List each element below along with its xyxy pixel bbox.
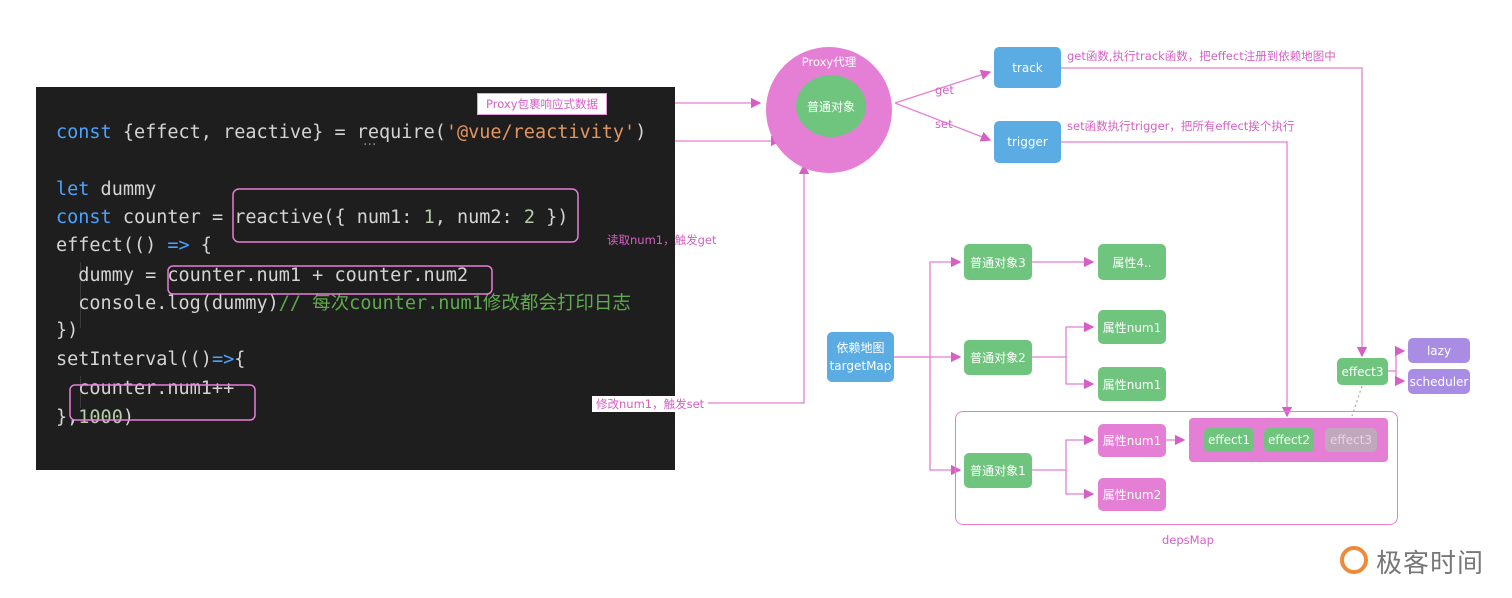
connector-obj2-prop-a <box>1032 321 1095 358</box>
track-box: track <box>994 47 1061 88</box>
property-num2: 属性num2 <box>1098 478 1166 511</box>
number-literal: 2 <box>523 207 535 228</box>
code-line-5: effect(() => { <box>56 233 212 259</box>
keyword: => <box>167 235 190 256</box>
code-text: dummy = counter.num1 + counter.num2 <box>56 265 469 286</box>
code-line-7: console.log(dummy)// 每次counter.num1修改都会打… <box>56 291 631 317</box>
tag-read-get: 读取num1，触发get <box>607 233 717 247</box>
code-text: , num2: <box>434 207 524 228</box>
plain-object-3: 普通对象3 <box>964 244 1032 280</box>
watermark-text: 极客时间 <box>1376 549 1485 579</box>
trigger-description: set函数执行trigger，把所有effect挨个执行 <box>1067 119 1295 133</box>
code-text: }) <box>56 320 79 341</box>
code-text: dummy <box>89 179 157 200</box>
code-line-11: },1000) <box>56 405 134 431</box>
code-text: counter = reactive({ num1: <box>111 207 424 228</box>
code-text: }) <box>534 207 569 228</box>
effect3-box: effect3 <box>1337 358 1388 385</box>
target-map-title-en: targetMap <box>829 359 892 373</box>
effect1-box: effect1 <box>1204 428 1254 452</box>
ellipsis-hint: ... <box>363 133 377 149</box>
code-text: ) <box>635 122 647 143</box>
deps-map-label: depsMap <box>1162 533 1214 547</box>
code-text: counter.num1++ <box>56 378 235 399</box>
code-line-9: setInterval(()=>{ <box>56 347 245 373</box>
code-text: setInterval(() <box>56 349 212 370</box>
indent-guide <box>80 262 81 328</box>
code-line-10: counter.num1++ <box>56 376 234 402</box>
connector-obj1-prop-num2 <box>1065 470 1095 500</box>
connector-target-obj1 <box>929 357 962 476</box>
connector-track-effect3 <box>1061 67 1368 358</box>
connector-effect3-scheduler <box>1394 371 1406 387</box>
get-label: get <box>935 83 954 97</box>
indent-guide <box>80 376 81 408</box>
lazy-option: lazy <box>1408 338 1470 363</box>
track-description: get函数,执行track函数，把effect注册到依赖地图中 <box>1067 49 1336 63</box>
code-text: ) <box>122 407 134 428</box>
target-map-box: 依赖地图 targetMap <box>827 332 894 382</box>
proxy-plain-object: 普通对象 <box>796 75 866 137</box>
code-text: { <box>234 349 246 370</box>
code-text: {effect, reactive} = require( <box>111 122 446 143</box>
code-line-4: const counter = reactive({ num1: 1, num2… <box>56 205 568 231</box>
connector-obj2-prop-b <box>1065 357 1095 390</box>
geektime-logo-icon <box>1340 546 1368 574</box>
plain-object-1: 普通对象1 <box>964 453 1032 488</box>
keyword: const <box>56 122 112 143</box>
keyword: const <box>56 207 112 228</box>
connector-obj1-prop-c <box>1032 434 1095 471</box>
set-label: set <box>935 117 953 131</box>
code-text: console.log(dummy) <box>56 293 279 314</box>
property-num1-c: 属性num1 <box>1098 424 1166 457</box>
number-literal: 1 <box>423 207 435 228</box>
code-line-1: const {effect, reactive} = require('@vue… <box>56 120 646 146</box>
keyword: let <box>56 179 90 200</box>
code-line-8: }) <box>56 318 78 344</box>
proxy-title: Proxy代理 <box>801 55 857 69</box>
effect2-box: effect2 <box>1264 428 1314 452</box>
highlight-modify <box>69 384 256 421</box>
connector-set <box>894 102 992 142</box>
deps-map-group <box>955 411 1398 525</box>
tag-modify-set: 修改num1，触发set <box>592 396 709 412</box>
number-literal: 1000 <box>78 407 123 428</box>
highlight-read <box>167 265 493 295</box>
target-map-title-zh: 依赖地图 <box>836 341 885 355</box>
code-text: { <box>189 235 212 256</box>
property-num1-b: 属性num1 <box>1098 367 1166 401</box>
code-panel: const {effect, reactive} = require('@vue… <box>36 87 675 470</box>
connector-effect3-lazy <box>1388 345 1406 372</box>
code-line-3: let dummy <box>56 177 156 203</box>
connector-trigger-effects <box>1061 141 1293 418</box>
code-text: effect(() <box>56 235 168 256</box>
highlight-reactive <box>232 188 579 243</box>
code-line-6: dummy = counter.num1 + counter.num2 <box>56 263 468 289</box>
property-4: 属性4.. <box>1098 244 1166 280</box>
property-num1-a: 属性num1 <box>1098 310 1166 344</box>
code-text: }, <box>56 407 79 428</box>
scheduler-option: scheduler <box>1408 369 1470 394</box>
string-literal: '@vue/reactivity' <box>445 122 636 143</box>
effect3-ghost-box: effect3 <box>1325 428 1377 452</box>
code-comment: // 每次counter.num1修改都会打印日志 <box>278 293 631 314</box>
tag-proxy-wrap: Proxy包裹响应式数据 <box>477 93 608 115</box>
keyword: => <box>211 349 235 370</box>
trigger-box: trigger <box>994 121 1061 163</box>
connector-get <box>894 69 992 104</box>
plain-object-2: 普通对象2 <box>964 340 1032 375</box>
